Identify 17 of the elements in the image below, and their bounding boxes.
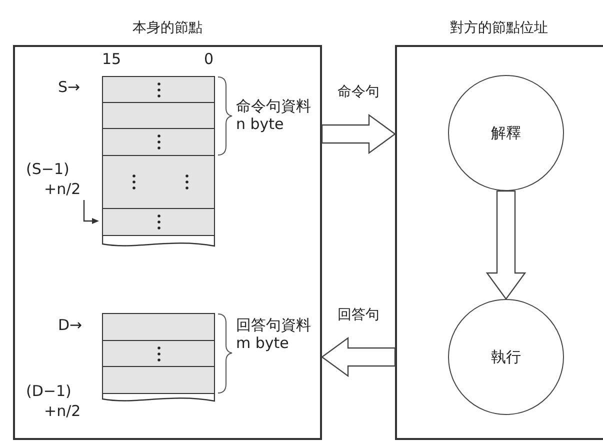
address-label: (D−1) [26,382,72,400]
process-label: 執行 [491,346,521,368]
pointer-label: D→ [58,316,82,334]
brace-label: 回答句資料m byte [236,316,312,352]
brace-label: 命令句資料n byte [236,97,312,133]
process-label: 解釋 [491,122,521,144]
address-label: +n/2 [44,180,81,198]
block-arrow [486,190,526,300]
bit-number-label: 0 [204,50,214,68]
panel-heading: 對方的節點位址 [450,19,548,38]
bit-number-label: 15 [102,50,122,68]
panel-heading: 本身的節點 [132,19,202,38]
block-arrow [320,336,396,378]
block-arrow [321,114,396,154]
address-label: +n/2 [44,402,81,420]
address-label: (S−1) [26,160,70,178]
pointer-label: S→ [58,78,80,96]
